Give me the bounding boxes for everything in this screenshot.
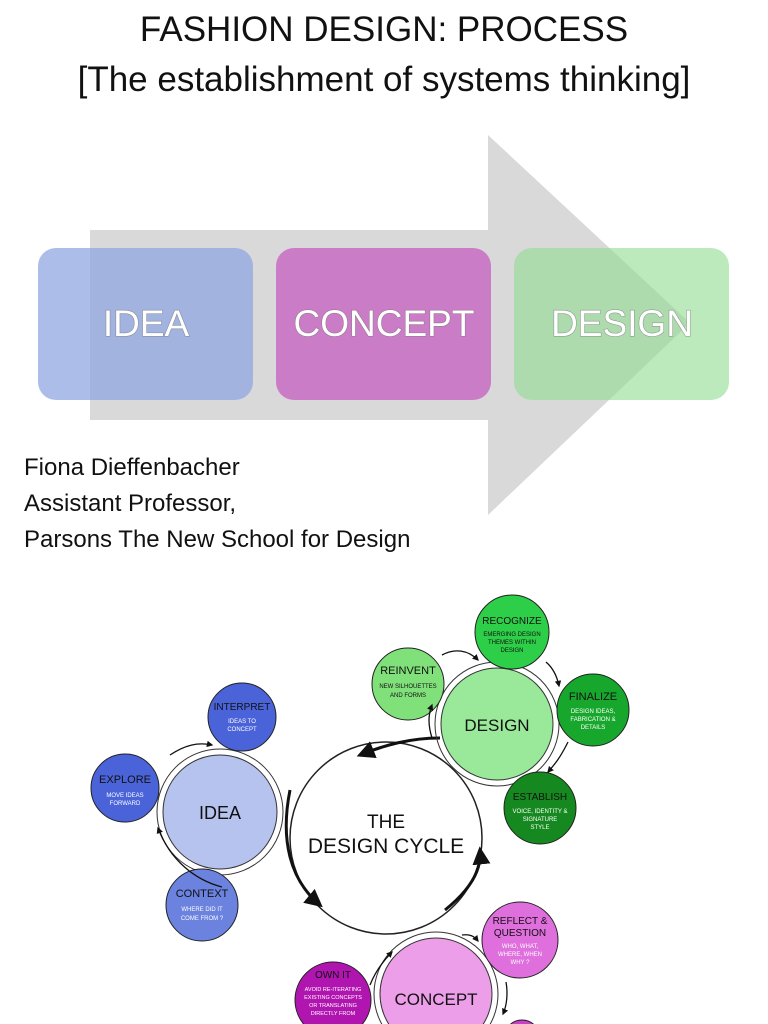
design-main-circle (440, 667, 554, 781)
design-reinvent-desc-2: AND FORMS (390, 693, 426, 699)
idea-interpret-label: INTERPRET (214, 702, 271, 713)
idea-explore-node (90, 753, 160, 823)
design-reinvent-label: REINVENT (380, 665, 436, 677)
design-recognize-label: RECOGNIZE (482, 616, 542, 627)
concept-ownit-node (294, 961, 372, 1024)
idea-explore-desc-2: FORWARD (110, 801, 141, 807)
cycle-center-line-2: DESIGN CYCLE (308, 835, 464, 858)
idea-main-circle (162, 754, 278, 870)
design-recognize-desc-2: THEMES WITHIN (488, 640, 536, 646)
idea-context-label: CONTEXT (176, 888, 229, 900)
design-recognize-desc-3: DESIGN (500, 648, 523, 654)
design-finalize-desc-1: DESIGN IDEAS, (571, 709, 616, 715)
design-reinvent-node (371, 647, 445, 721)
cycle-center-circle (289, 741, 483, 935)
cycle-arrow-design-to-idea (356, 736, 441, 759)
design-recognize-node (474, 594, 550, 670)
process-label-design: DESIGN (551, 303, 693, 344)
concept-ownit-desc-4: DIRECTLY FROM (311, 1011, 356, 1017)
cycle-center-line-1: THE (367, 812, 405, 833)
idea-explore-desc-1: MOVE IDEAS (106, 793, 143, 799)
title-line-2: [The establishment of systems thinking] (77, 60, 691, 99)
author-institution: Parsons The New School for Design (24, 526, 411, 553)
design-reinvent-desc-1: NEW SILHOUETTES (379, 684, 436, 690)
design-finalize-desc-2: FABRICATION & (570, 717, 615, 723)
concept-reflect-desc-1: WHO, WHAT, (502, 944, 539, 950)
design-finalize-node (556, 673, 630, 747)
design-establish-desc-2: SIGNATURE (523, 817, 558, 823)
concept-reflect-desc-3: WHY ? (511, 960, 531, 966)
concept-reflect-node (481, 901, 559, 979)
process-box-idea (38, 248, 253, 400)
design-establish-node (503, 771, 577, 845)
concept-main-circle (379, 937, 493, 1024)
title-line-1: FASHION DESIGN: PROCESS (139, 10, 629, 49)
cycle-arrow-idea-to-concept (284, 789, 323, 908)
idea-interpret-desc-1: IDEAS TO (228, 719, 256, 725)
concept-reflect-desc-2: WHERE, WHEN (498, 952, 542, 958)
design-main-label: DESIGN (464, 716, 529, 735)
concept-ownit-label: OWN IT (315, 970, 351, 981)
author-position: Assistant Professor, (24, 490, 237, 517)
process-label-concept: CONCEPT (294, 303, 475, 344)
process-box-design (514, 248, 729, 400)
cycle-arrow-concept-to-design (444, 846, 491, 912)
concept-reflect-label-2: QUESTION (494, 928, 546, 939)
concept-reflect-label-1: REFLECT & (493, 916, 548, 927)
concept-ownit-desc-2: EXISTING CONCEPTS (304, 995, 362, 1001)
idea-interpret-node (207, 682, 277, 752)
process-box-concept (276, 248, 491, 400)
concept-ownit-desc-1: AVOID RE-ITERATING (305, 987, 362, 993)
concept-main-label: CONCEPT (394, 990, 477, 1009)
design-recognize-desc-1: EMERGING DESIGN (483, 632, 540, 638)
design-establish-label: ESTABLISH (513, 792, 567, 803)
idea-interpret-desc-2: CONCEPT (227, 727, 257, 733)
design-finalize-label: FINALIZE (569, 691, 617, 703)
process-label-idea: IDEA (103, 303, 190, 344)
author-name: Fiona Dieffenbacher (24, 454, 240, 481)
idea-context-desc-1: WHERE DID IT (181, 907, 223, 913)
concept-ownit-desc-3: OR TRANSLATING (309, 1003, 357, 1009)
idea-explore-label: EXPLORE (99, 774, 151, 786)
design-finalize-desc-3: DETAILS (581, 725, 606, 731)
idea-context-desc-2: COME FROM ? (181, 916, 224, 922)
concept-partial-node (509, 1019, 535, 1024)
design-establish-desc-3: STYLE (530, 825, 549, 831)
idea-main-label: IDEA (199, 803, 241, 823)
design-establish-desc-1: VOICE, IDENTITY & (513, 809, 568, 815)
